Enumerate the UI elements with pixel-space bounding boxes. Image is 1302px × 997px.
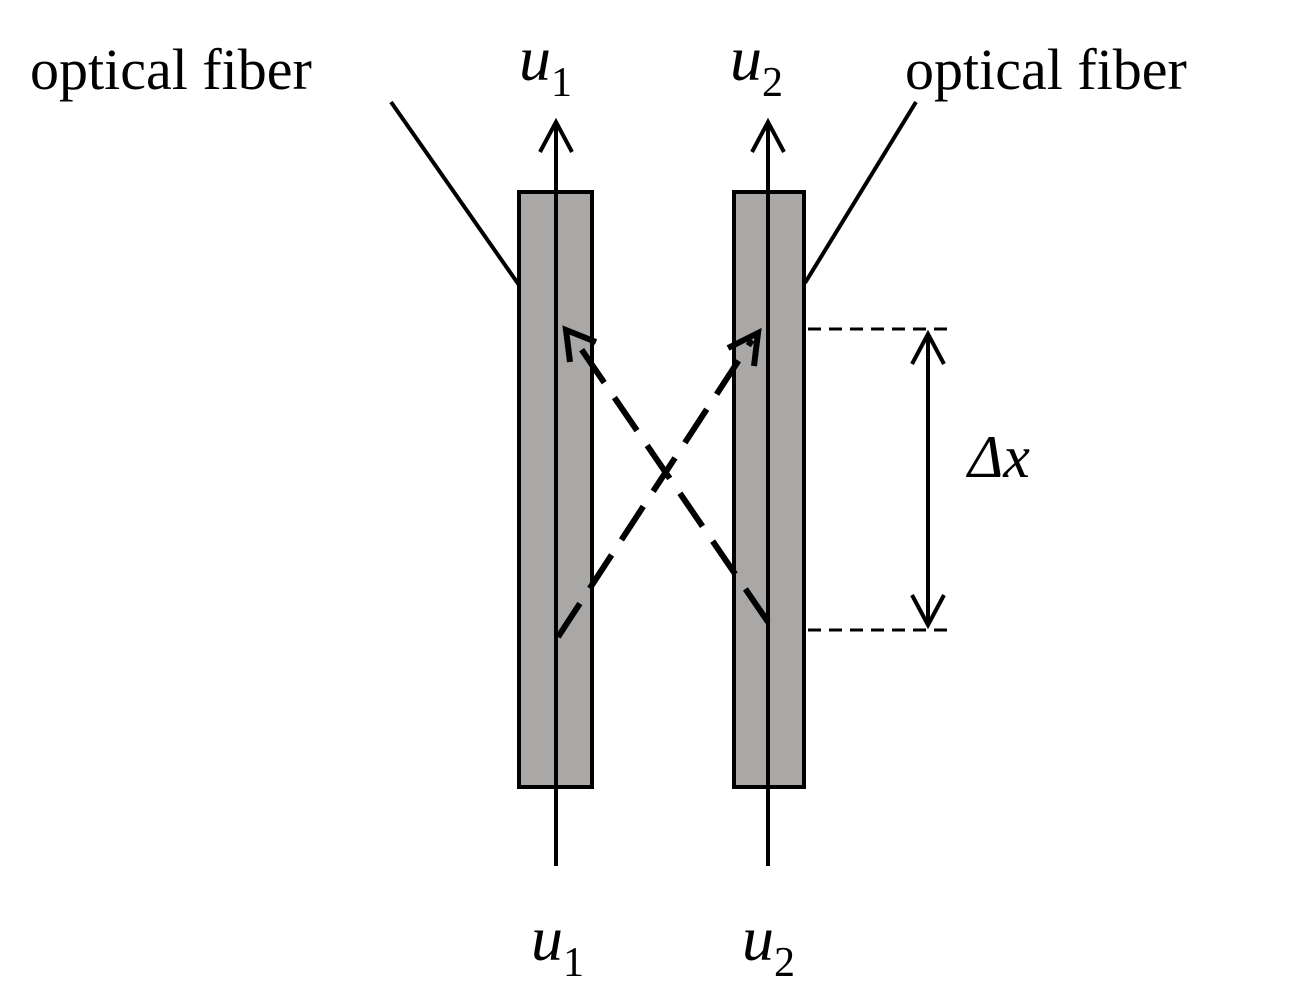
top-left-port-symbol: u [519, 23, 551, 94]
delta-x-dimension [808, 327, 955, 632]
top-right-port-symbol: u [730, 23, 762, 94]
right-fiber-leader [803, 100, 918, 285]
coupling-arrow-2-to-1 [562, 325, 771, 624]
top-left-port-label: u1 [519, 23, 572, 106]
left-fiber-leader [389, 100, 521, 287]
bottom-right-port-subscript: 2 [774, 940, 795, 986]
bottom-left-port-symbol: u [531, 903, 563, 974]
top-left-port-subscript: 1 [551, 60, 572, 106]
delta-x-text: Δx [966, 424, 1030, 490]
bottom-right-port-label: u2 [742, 903, 795, 986]
right-fiber-label: optical fiber [905, 37, 1187, 102]
coupling-arrow-1-to-2 [555, 327, 762, 639]
right-propagation-arrow [750, 117, 786, 866]
top-right-port-subscript: 2 [762, 60, 783, 106]
bottom-right-port-symbol: u [742, 903, 774, 974]
bottom-left-port-subscript: 1 [563, 940, 584, 986]
left-propagation-arrow [538, 117, 574, 866]
bottom-left-port-label: u1 [531, 903, 584, 986]
delta-x-label: Δx [966, 424, 1030, 490]
top-right-port-label: u2 [730, 23, 783, 106]
left-fiber-label: optical fiber [30, 37, 312, 102]
